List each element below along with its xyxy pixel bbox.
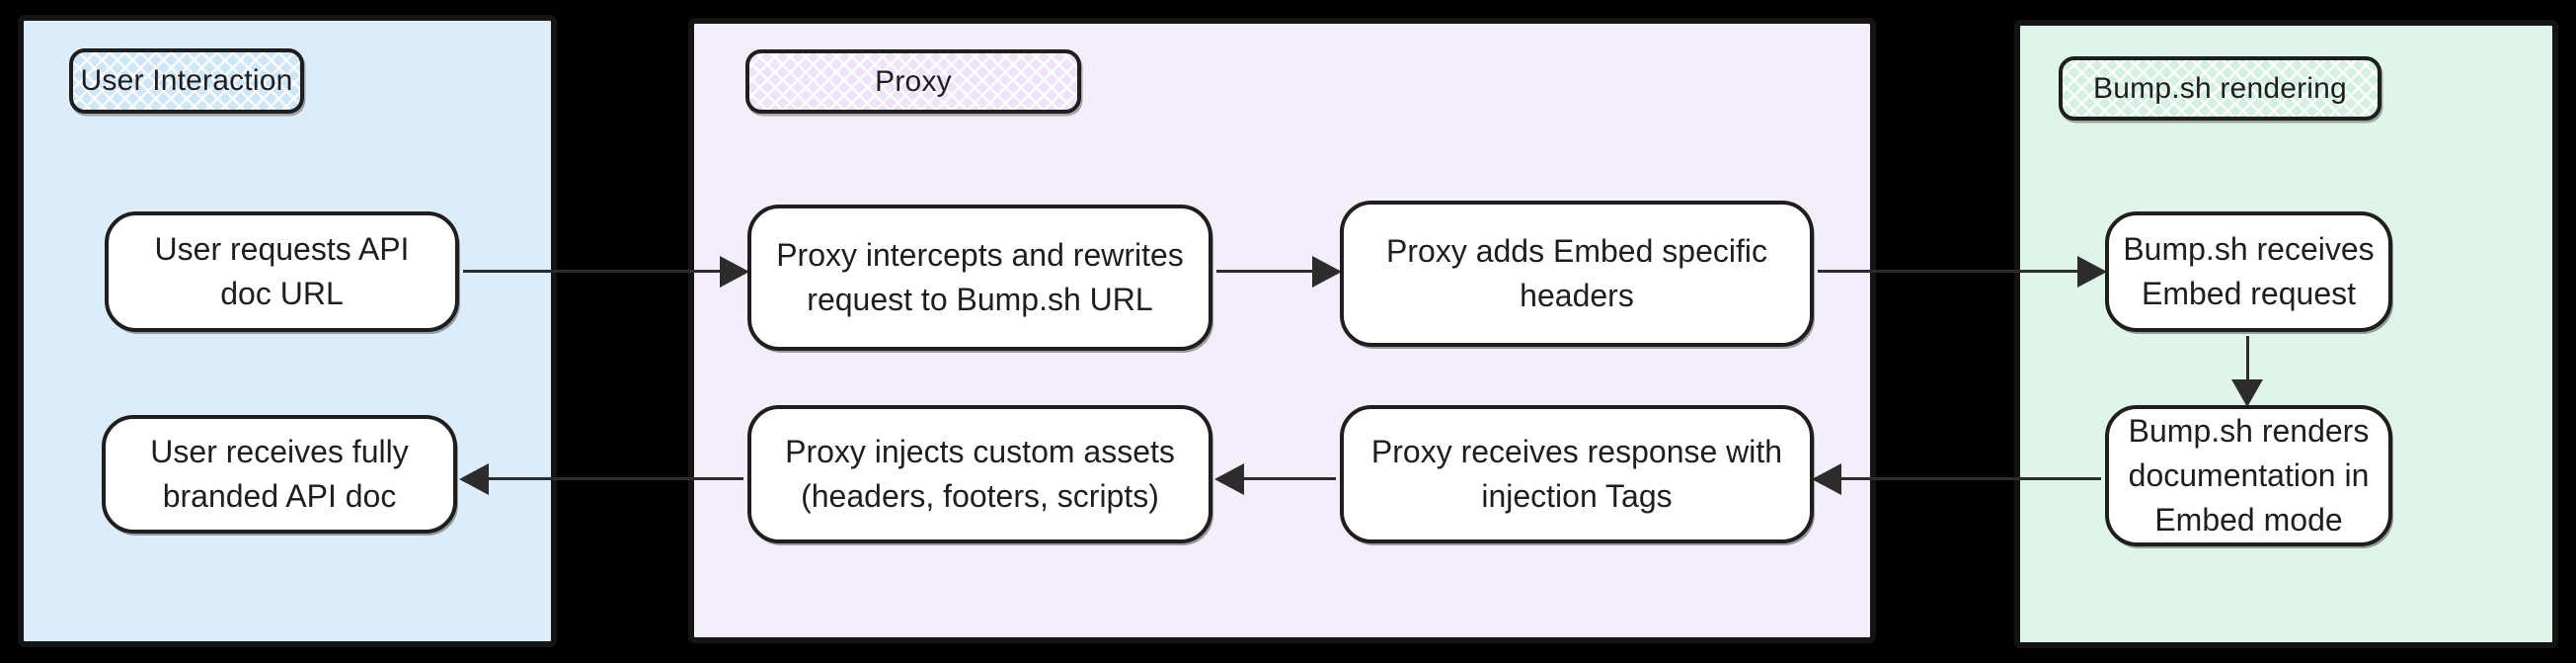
node-user-receives-branded-doc: User receives fully branded API doc (102, 415, 457, 534)
arrow-user-request-to-proxy-line (463, 270, 722, 273)
arrow-bump-receives-to-renders-line (2246, 336, 2249, 381)
section-label-proxy: Proxy (745, 49, 1081, 114)
node-proxy-intercepts-rewrites: Proxy intercepts and rewrites request to… (747, 205, 1212, 351)
node-proxy-injects-custom-assets: Proxy injects custom assets (headers, fo… (747, 405, 1212, 543)
arrow-response-to-inject-line (1241, 477, 1336, 480)
arrow-bump-to-proxy-response-head (1812, 463, 1841, 495)
arrow-headers-to-bump-line (1818, 270, 2080, 273)
node-bump-receives-embed-request: Bump.sh receives Embed request (2105, 211, 2392, 332)
arrow-response-to-inject-head (1214, 463, 1244, 495)
arrow-bump-to-proxy-response-line (1838, 477, 2101, 480)
section-label-bump-rendering: Bump.sh rendering (2059, 56, 2381, 121)
arrow-inject-to-user-line (486, 477, 743, 480)
arrow-headers-to-bump-head (2077, 256, 2107, 288)
arrow-user-request-to-proxy-head (720, 256, 749, 288)
section-bump-rendering (2014, 20, 2558, 648)
node-proxy-receives-response: Proxy receives response with injection T… (1340, 405, 1814, 543)
node-bump-renders-embed-mode: Bump.sh renders documentation in Embed m… (2105, 405, 2392, 546)
arrow-proxy-rewrite-to-headers-line (1216, 270, 1315, 273)
section-label-text: User Interaction (80, 64, 293, 97)
arrow-proxy-rewrite-to-headers-head (1312, 256, 1342, 288)
node-proxy-adds-embed-headers: Proxy adds Embed specific headers (1340, 201, 1814, 347)
section-label-text: Proxy (875, 64, 952, 98)
arrow-inject-to-user-head (459, 463, 489, 495)
arrow-bump-receives-to-renders-head (2231, 379, 2263, 407)
node-user-requests-api-doc-url: User requests API doc URL (105, 211, 459, 332)
section-label-text: Bump.sh rendering (2093, 71, 2347, 105)
section-label-user-interaction: User Interaction (69, 48, 304, 114)
